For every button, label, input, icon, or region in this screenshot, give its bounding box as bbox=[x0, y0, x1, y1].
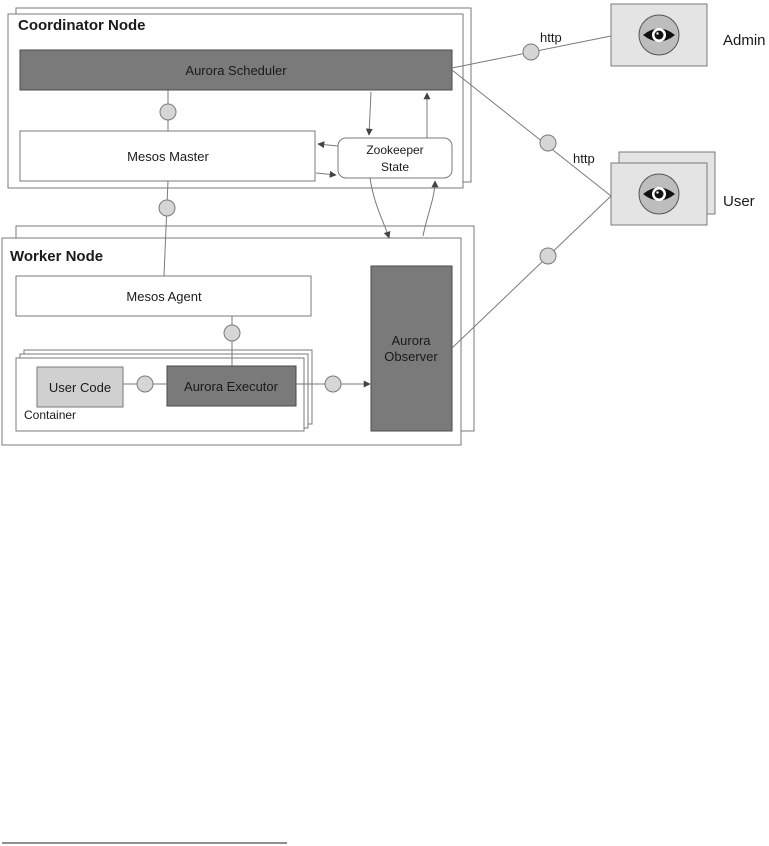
connector-master-agent bbox=[158, 199, 176, 217]
edge-zookeeper-to-master bbox=[317, 141, 339, 149]
container-label: Container bbox=[24, 408, 76, 422]
edge-observer-to-zookeeper bbox=[422, 180, 439, 237]
user-actor: User bbox=[610, 151, 755, 226]
mesos-master-box bbox=[19, 130, 316, 182]
edge-user-http-observer bbox=[451, 195, 612, 349]
zookeeper-state-box bbox=[337, 137, 453, 179]
coordinator-node: Coordinator Node Aurora Scheduler Mesos … bbox=[7, 7, 472, 189]
connector-user-http bbox=[539, 134, 557, 152]
connector-agent-executor bbox=[223, 324, 241, 342]
aurora-scheduler-label: Aurora Scheduler bbox=[185, 63, 287, 78]
connector-usercode-executor bbox=[136, 375, 154, 393]
admin-label: Admin bbox=[723, 32, 766, 49]
zookeeper-state-label-line2: State bbox=[381, 160, 409, 174]
connector-observer-user bbox=[539, 247, 557, 265]
edge-zookeeper-to-observer bbox=[369, 177, 391, 239]
eye-icon bbox=[638, 14, 680, 56]
http-label-admin: http bbox=[540, 30, 562, 45]
connector-scheduler-master bbox=[159, 103, 177, 121]
user-label: User bbox=[723, 193, 755, 210]
aurora-executor-box bbox=[166, 365, 297, 407]
eye-icon bbox=[638, 173, 680, 215]
aurora-observer-label-line2: Observer bbox=[384, 349, 438, 364]
edge-master-to-agent bbox=[163, 180, 169, 277]
aurora-observer-box bbox=[370, 265, 453, 432]
mesos-agent-box bbox=[15, 275, 312, 317]
connector-executor-observer bbox=[324, 375, 342, 393]
mesos-master-label: Mesos Master bbox=[127, 149, 209, 164]
edge-scheduler-to-zookeeper bbox=[365, 91, 373, 136]
connectors bbox=[136, 43, 557, 393]
user-code-label: User Code bbox=[49, 380, 111, 395]
edge-master-to-zookeeper bbox=[315, 170, 337, 178]
coordinator-node-title: Coordinator Node bbox=[18, 17, 146, 34]
connector-admin-http bbox=[522, 43, 540, 61]
http-label-user: http bbox=[573, 151, 595, 166]
mesos-agent-label: Mesos Agent bbox=[126, 289, 202, 304]
edge-user-http-scheduler bbox=[451, 69, 612, 197]
aurora-scheduler-box bbox=[19, 49, 453, 91]
zookeeper-state-label-line1: Zookeeper bbox=[366, 143, 423, 157]
admin-actor: Admin bbox=[610, 3, 766, 67]
user-code-box bbox=[36, 366, 124, 408]
aurora-executor-label: Aurora Executor bbox=[184, 379, 279, 394]
aurora-observer-label-line1: Aurora bbox=[391, 333, 431, 348]
worker-node-title: Worker Node bbox=[10, 248, 103, 265]
